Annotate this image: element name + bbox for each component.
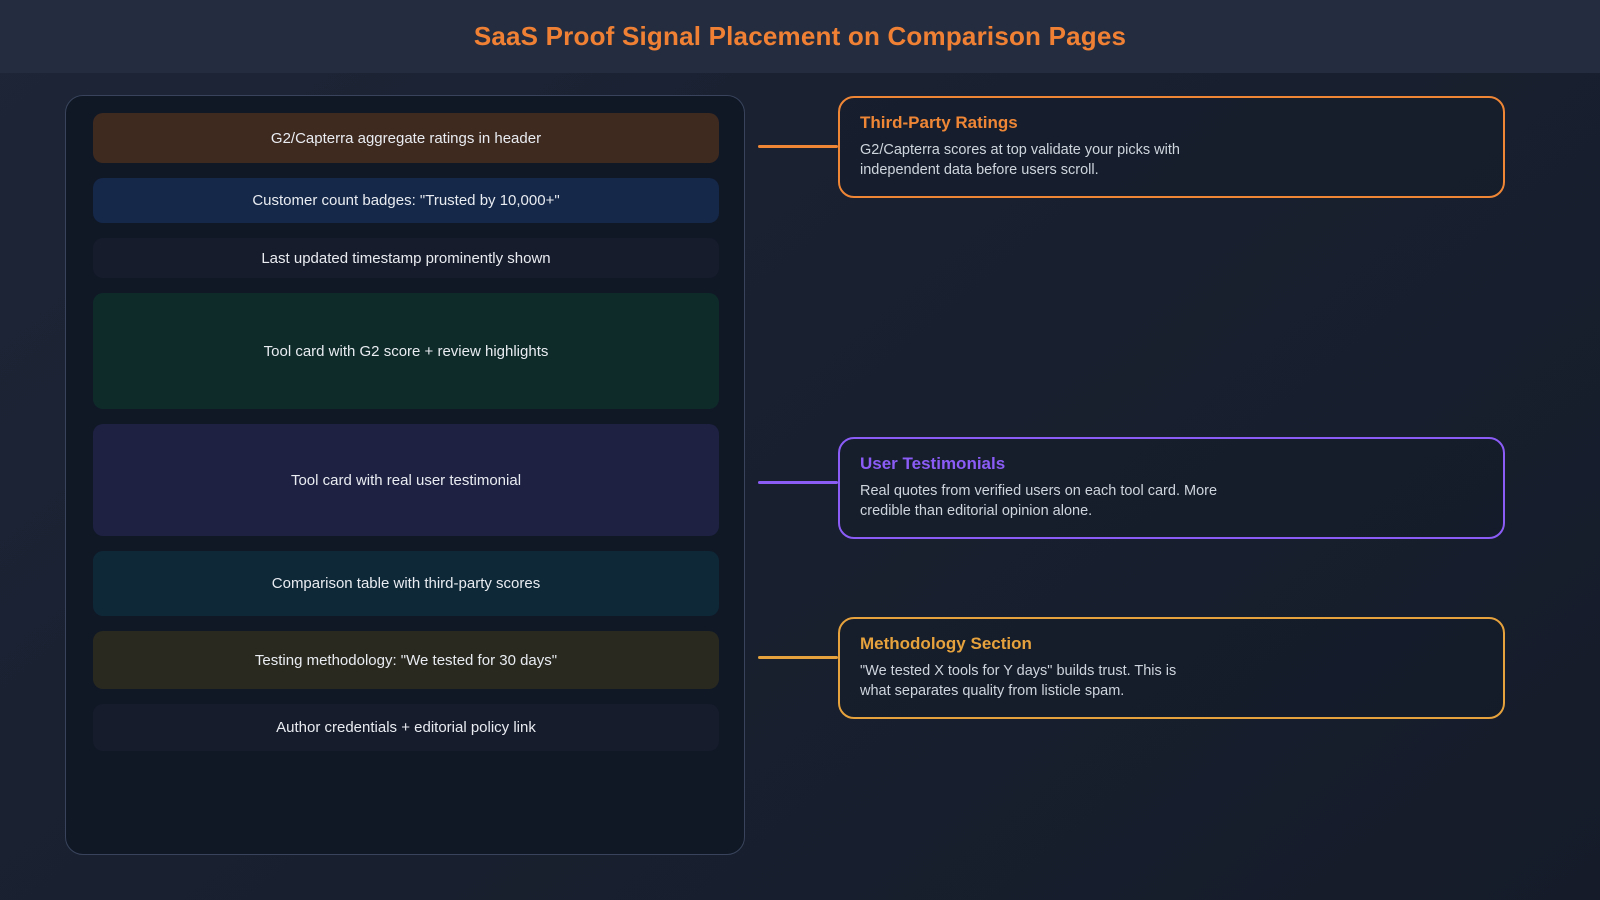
- callout-user-testimonials: User Testimonials Real quotes from verif…: [838, 437, 1505, 539]
- row-label: Author credentials + editorial policy li…: [276, 719, 536, 736]
- connector-line-methodology: [758, 656, 838, 659]
- callout-body: G2/Capterra scores at top validate your …: [860, 142, 1180, 178]
- row-label: Last updated timestamp prominently shown: [261, 249, 551, 267]
- row-tool-card-g2-score: Tool card with G2 score + review highlig…: [93, 293, 719, 409]
- comparison-page-wireframe-panel: G2/Capterra aggregate ratings in header …: [65, 95, 745, 855]
- row-last-updated-timestamp: Last updated timestamp prominently shown: [93, 238, 719, 278]
- connector-line-user-testimonials: [758, 481, 838, 484]
- row-label: Comparison table with third-party scores: [271, 575, 541, 592]
- row-label: Customer count badges: "Trusted by 10,00…: [252, 192, 560, 209]
- row-author-credentials: Author credentials + editorial policy li…: [93, 704, 719, 751]
- row-label: G2/Capterra aggregate ratings in header: [270, 129, 542, 147]
- row-label: Tool card with real user testimonial: [290, 471, 522, 489]
- page-title: SaaS Proof Signal Placement on Compariso…: [473, 21, 1127, 51]
- row-label: Tool card with G2 score + review highlig…: [263, 342, 549, 360]
- callout-third-party-ratings: Third-Party Ratings G2/Capterra scores a…: [838, 96, 1505, 198]
- row-tool-card-testimonial: Tool card with real user testimonial: [93, 424, 719, 536]
- callout-body: Real quotes from verified users on each …: [860, 483, 1218, 519]
- callout-title: User Testimonials: [860, 454, 1006, 473]
- callout-title: Third-Party Ratings: [860, 113, 1018, 132]
- row-label: Testing methodology: "We tested for 30 d…: [254, 651, 558, 669]
- row-customer-count-badges: Customer count badges: "Trusted by 10,00…: [93, 178, 719, 223]
- connector-line-third-party-ratings: [758, 145, 838, 148]
- row-testing-methodology: Testing methodology: "We tested for 30 d…: [93, 631, 719, 689]
- callout-title: Methodology Section: [860, 634, 1032, 653]
- callout-body: "We tested X tools for Y days" builds tr…: [860, 663, 1177, 699]
- row-comparison-table: Comparison table with third-party scores: [93, 551, 719, 616]
- callout-methodology-section: Methodology Section "We tested X tools f…: [838, 617, 1505, 719]
- row-aggregate-ratings: G2/Capterra aggregate ratings in header: [93, 113, 719, 163]
- header-bar: SaaS Proof Signal Placement on Compariso…: [0, 0, 1600, 73]
